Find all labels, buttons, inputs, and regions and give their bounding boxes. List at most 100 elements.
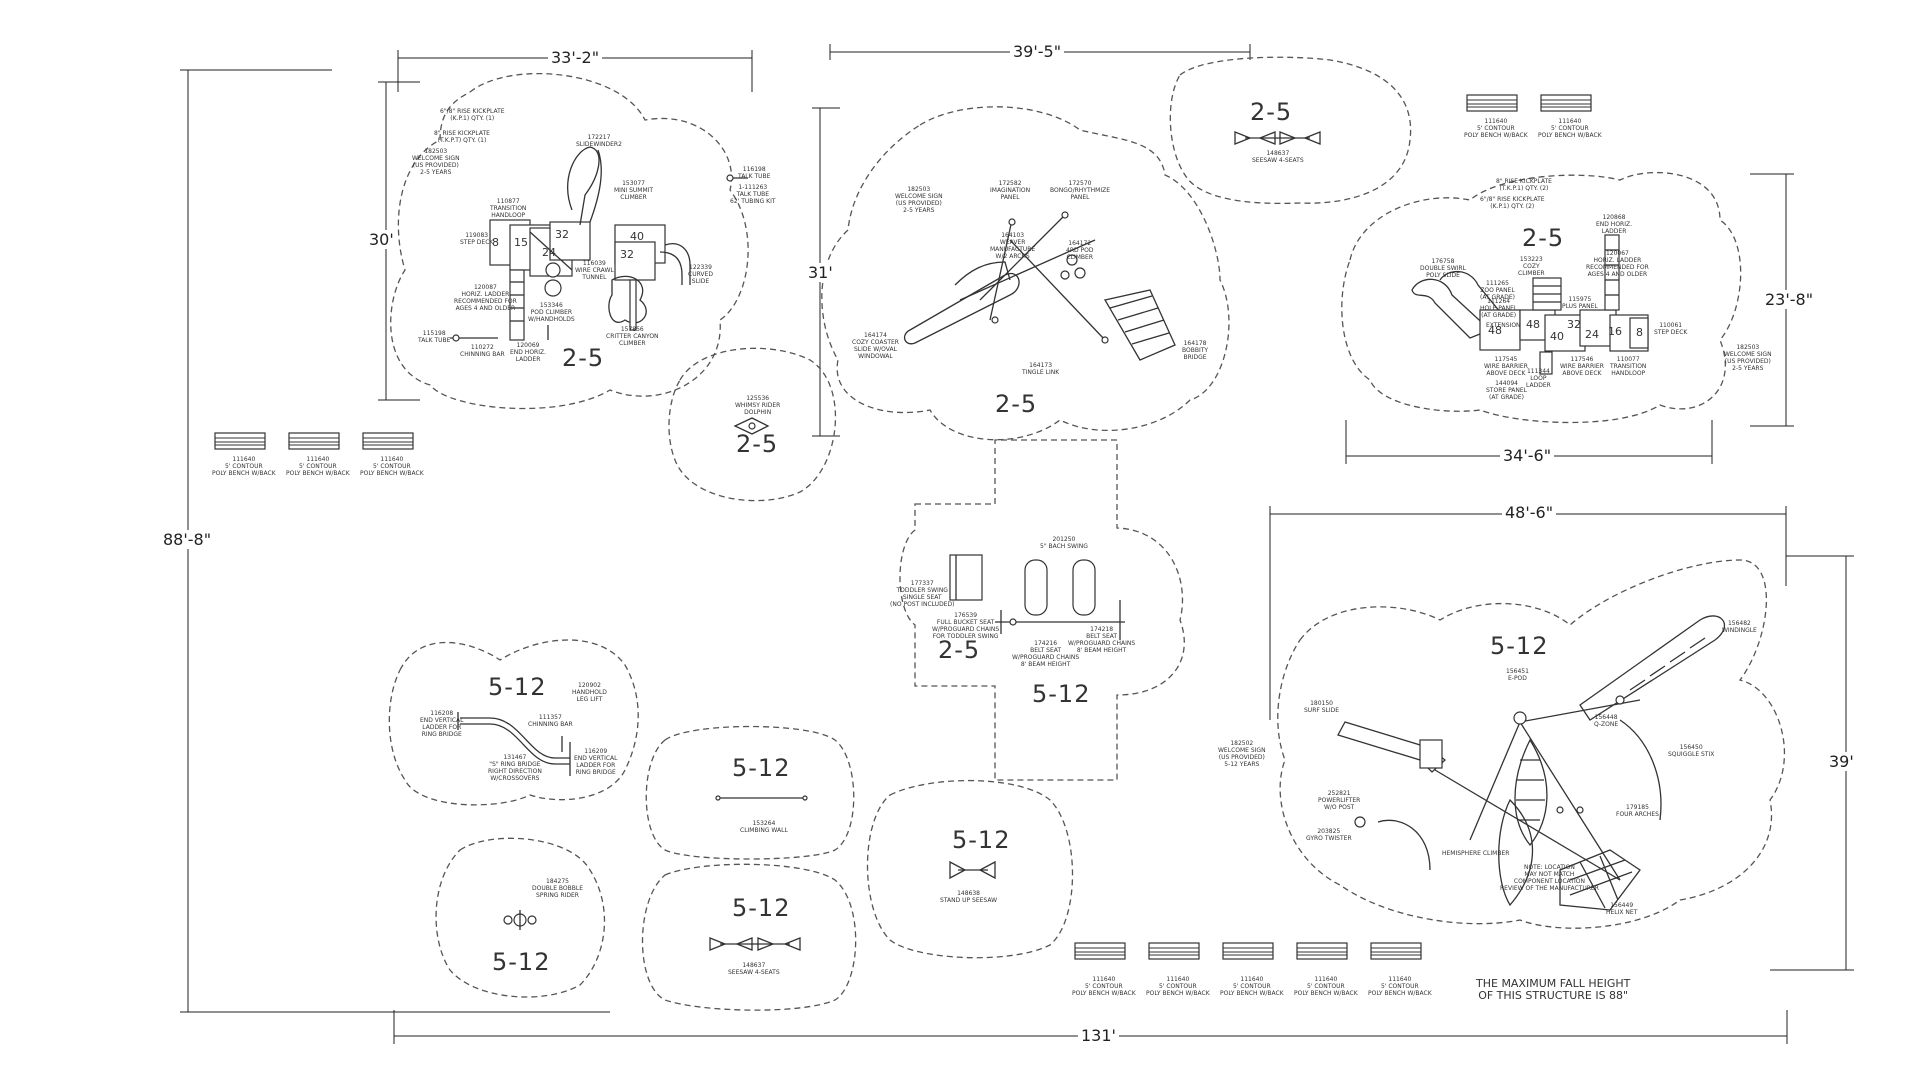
label-tr-horiz-ladder: 120067 HORIZ. LADDER RECOMMENDED FOR AGE…	[1586, 250, 1649, 278]
dim-top-left-height: 30'	[366, 230, 397, 249]
label-tl-chinning: 110272 CHINNING BAR	[460, 344, 505, 358]
deck-tl-32b: 32	[620, 248, 634, 261]
dim-right-top-height: 23'-8"	[1762, 290, 1817, 309]
label-br-hemisphere: HEMISPHERE CLIMBER	[1442, 850, 1510, 857]
bench-label: 111640 5' CONTOUR POLY BENCH W/BACK	[1072, 976, 1136, 997]
dim-right-bottom-height: 39'	[1826, 752, 1857, 771]
zone-center-structure	[821, 106, 1230, 441]
label-tr-loop-ladder: 111344 LOOP LADDER	[1526, 368, 1551, 389]
label-ring-end-vertical: 116208 END VERTICAL LADDER FOR RING BRID…	[420, 710, 464, 738]
label-br-helix: 156449 HELIX NET	[1606, 902, 1638, 916]
label-tr-zoo-panel: 111265 ZOO PANEL (AT GRADE)	[1480, 280, 1515, 301]
age-seesaw-bottom: 5-12	[732, 894, 791, 922]
bench-label: 111640 5' CONTOUR POLY BENCH W/BACK	[286, 456, 350, 477]
deck-tr-40: 40	[1550, 330, 1564, 343]
label-spring-rider: 184275 DOUBLE BOBBLE SPRING RIDER	[532, 878, 583, 899]
label-br-gyro: 203825 GYRO TWISTER	[1306, 828, 1352, 842]
label-tl-mini-summit: 153077 MINI SUMMIT CLIMBER	[614, 180, 654, 201]
label-swing-belt-b: 174218 BELT SEAT W/PROGUARD CHAINS 8' BE…	[1068, 626, 1136, 654]
label-center-imagination: 172582 IMAGINATION PANEL	[990, 180, 1031, 201]
age-stand-up-seesaw: 5-12	[952, 826, 1011, 854]
bench-icon	[362, 432, 414, 450]
age-seesaw-top: 2-5	[1250, 98, 1293, 126]
label-br-windingle: 156482 WINDINGLE	[1722, 620, 1757, 634]
label-tl-slidewinder: 172217 SLIDEWINDER2	[576, 134, 622, 148]
bench-label: 111640 5' CONTOUR POLY BENCH W/BACK	[360, 456, 424, 477]
label-br-note-location: NOTE: LOCATION MAY NOT MATCH COMPONENT L…	[1500, 864, 1599, 892]
br-structure-equipment	[1337, 615, 1726, 911]
deck-tr-24: 24	[1585, 328, 1599, 341]
label-swing-frame: 201250 5" BACH SWING	[1040, 536, 1088, 550]
swings-equipment	[949, 554, 1125, 640]
tr-structure-equipment	[1411, 234, 1649, 375]
spring-rider-equipment	[503, 910, 537, 930]
label-center-tingle: 164173 TINGLE LINK	[1022, 362, 1060, 376]
zone-stand-up-seesaw	[866, 779, 1074, 959]
bench-label: 111640 5' CONTOUR POLY BENCH W/BACK	[212, 456, 276, 477]
zone-dolphin	[668, 347, 837, 502]
deck-tr-8: 8	[1636, 326, 1643, 339]
label-climbing-wall: 153264 CLIMBING WALL	[740, 820, 788, 834]
bench-icon	[1540, 94, 1592, 112]
label-tr-hole-panel: 111264 HOLE PANEL (AT GRADE)	[1480, 298, 1518, 319]
bench-label: 111640 5' CONTOUR POLY BENCH W/BACK	[1146, 976, 1210, 997]
age-swing-toddler: 2-5	[938, 636, 981, 664]
label-br-powerlifter: 252821 POWERLIFTER W/O POST	[1318, 790, 1361, 811]
deck-tl-15: 15	[514, 236, 528, 249]
stand-up-seesaw-equipment	[949, 860, 996, 880]
label-tl-horiz-ladder: 120087 HORIZ. LADDER RECOMMENDED FOR AGE…	[454, 284, 517, 312]
label-br-e-pod: 156451 E-POD	[1506, 668, 1529, 682]
label-ring-chinning: 111357 CHINNING BAR	[528, 714, 573, 728]
use-zones	[388, 56, 1786, 1011]
bench-label: 111640 5' CONTOUR POLY BENCH W/BACK	[1368, 976, 1432, 997]
age-dolphin: 2-5	[736, 430, 779, 458]
bench-icon	[288, 432, 340, 450]
label-tl-critter: 157856 CRITTER CANYON CLIMBER	[606, 326, 659, 347]
zone-tl-structure	[390, 72, 749, 410]
ring-bridge-equipment	[457, 712, 571, 776]
label-swing-toddler: 177337 TODDLER SWING SINGLE SEAT (NO POS…	[890, 580, 955, 608]
label-tl-wire-crawl: 116039 WIRE CRAWL TUNNEL	[575, 260, 614, 281]
label-tl-curved-slide: 122339 CURVED SLIDE	[688, 264, 713, 285]
label-tl-welcome: 182503 WELCOME SIGN (US PROVIDED) 2-5 YE…	[412, 148, 460, 176]
label-tl-end-horiz: 120069 END HORIZ. LADDER	[510, 342, 546, 363]
zone-swings	[899, 439, 1185, 781]
label-center-weaver: 164103 WEAVER MANUFACTURE W/2 ARCHS	[990, 232, 1036, 260]
age-br-structure: 5-12	[1490, 632, 1549, 660]
zone-ring-bridge	[388, 639, 639, 806]
label-tr-wire-barrier-above: 117545 WIRE BARRIER ABOVE DECK	[1484, 356, 1528, 377]
deck-tr-48: 48	[1488, 324, 1502, 337]
bench-icon	[1296, 942, 1348, 960]
label-tl-pod-climber: 153346 POD CLIMBER W/HANDHOLDS	[528, 302, 575, 323]
fall-height-note: THE MAXIMUM FALL HEIGHT OF THIS STRUCTUR…	[1476, 977, 1631, 1002]
label-tr-transition: 110077 TRANSITION HANDLOOP	[1610, 356, 1647, 377]
bench-icon	[1148, 942, 1200, 960]
label-br-slide: 180150 SURF SLIDE	[1304, 700, 1340, 714]
label-tr-cozy-climber: 153223 COZY CLIMBER	[1518, 256, 1545, 277]
label-center-welcome: 182503 WELCOME SIGN (US PROVIDED) 2-5 YE…	[895, 186, 943, 214]
label-center-bongo: 172570 BONGO/RHYTHMIZE PANEL	[1050, 180, 1110, 201]
label-seesaw-bottom: 148637 SEESAW 4-SEATS	[728, 962, 780, 976]
label-tl-talk-tube-kit: 1-111263 TALK TUBE 62' TUBING KIT	[730, 184, 776, 205]
bench-icon	[1466, 94, 1518, 112]
bench-label: 111640 5' CONTOUR POLY BENCH W/BACK	[1220, 976, 1284, 997]
label-tr-plus-panel: 115975 PLUS PANEL	[1562, 296, 1598, 310]
dolphin-rider	[733, 417, 770, 435]
zone-seesaw-bottom	[641, 863, 857, 1011]
dim-top-left-width: 33'-2"	[548, 48, 603, 67]
label-tl-talk-tube-top: 116198 TALK TUBE	[738, 166, 771, 180]
label-br-q-zone: 156448 Q-ZONE	[1594, 714, 1619, 728]
bench-icon	[214, 432, 266, 450]
label-dolphin: 125536 WHIMSY RIDER DOLPHIN	[735, 395, 781, 416]
bench-label: 111640 5' CONTOUR POLY BENCH W/BACK	[1294, 976, 1358, 997]
deck-tr-16: 16	[1608, 325, 1622, 338]
age-climbing-wall: 5-12	[732, 754, 791, 782]
bench-icon	[1222, 942, 1274, 960]
deck-tr-48b: 48	[1526, 318, 1540, 331]
bench-label: 111640 5' CONTOUR POLY BENCH W/BACK	[1464, 118, 1528, 139]
label-tr-kickplate-1: 8" RISE KICKPLATE (T.K.P.1) QTY. (2)	[1496, 178, 1552, 192]
seesaw-4-seat-bottom	[709, 937, 801, 951]
deck-tl-40: 40	[630, 230, 644, 243]
label-tr-kickplate-2: 6"/8" RISE KICKPLATE (K.P.1) QTY. (2)	[1480, 196, 1545, 210]
